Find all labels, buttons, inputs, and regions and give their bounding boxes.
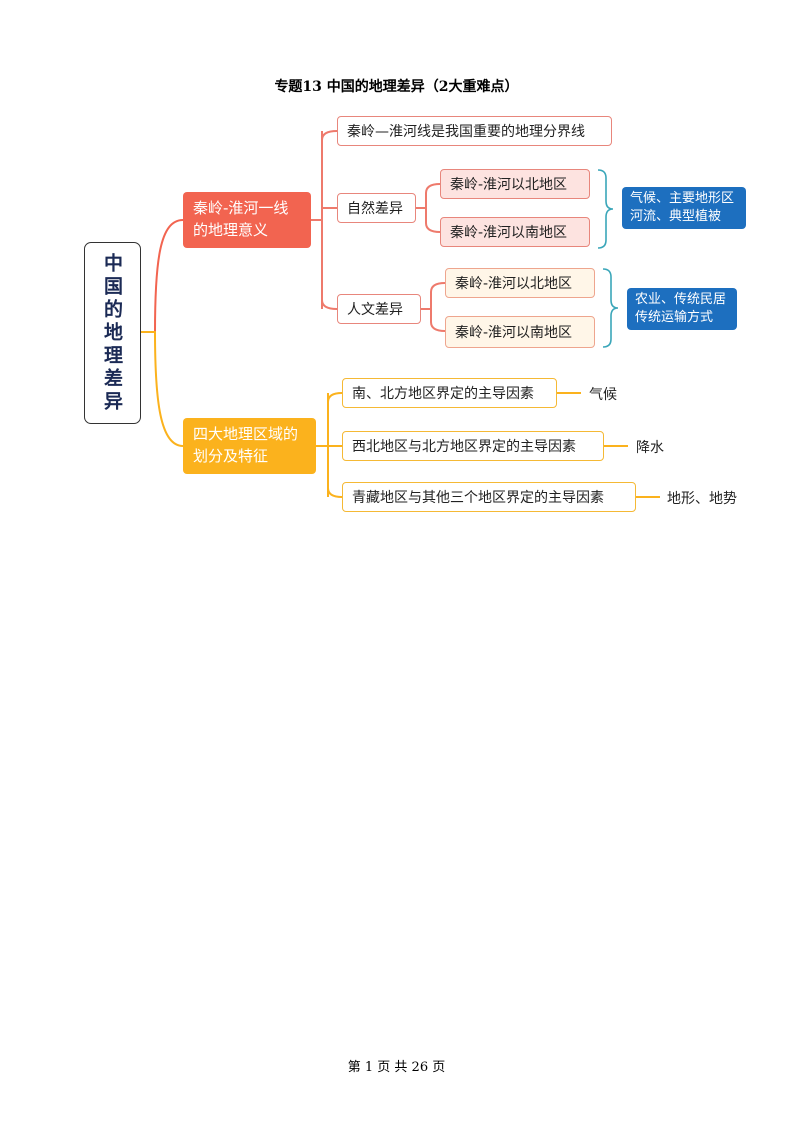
node-natural-south: 秦岭-淮河以南地区 xyxy=(440,217,590,247)
root-label: 中国的地理差异 xyxy=(101,252,123,414)
connector-branch2 xyxy=(316,392,343,498)
node-dividing-line: 秦岭—淮河线是我国重要的地理分界线 xyxy=(337,116,612,146)
brace-natural-icon xyxy=(597,169,614,249)
root-node: 中国的地理差异 xyxy=(84,242,141,424)
factor-label-3: 地形、地势 xyxy=(667,491,737,507)
page-footer: 第 1 页 共 26 页 xyxy=(347,1060,446,1075)
node-region-factor-3: 青藏地区与其他三个地区界定的主导因素 xyxy=(342,482,636,512)
summary-natural: 气候、主要地形区河流、典型植被 xyxy=(622,187,746,229)
node-human-north: 秦岭-淮河以北地区 xyxy=(445,268,595,298)
brace-human-icon xyxy=(602,268,619,348)
branch-node-four-regions: 四大地理区域的划分及特征 xyxy=(183,418,316,474)
node-region-factor-1: 南、北方地区界定的主导因素 xyxy=(342,378,557,408)
node-region-factor-2: 西北地区与北方地区界定的主导因素 xyxy=(342,431,604,461)
connector-root-branch2 xyxy=(141,331,184,447)
page-title: 专题13 中国的地理差异（2大重难点） xyxy=(274,79,519,95)
summary-human: 农业、传统民居传统运输方式 xyxy=(627,288,737,330)
branch-node-qinling-huaihe: 秦岭-淮河一线的地理意义 xyxy=(183,192,311,248)
connector-natural xyxy=(416,183,441,233)
connector-branch1 xyxy=(311,130,338,310)
node-natural-north: 秦岭-淮河以北地区 xyxy=(440,169,590,199)
node-human-difference: 人文差异 xyxy=(337,294,421,324)
factor-label-2: 降水 xyxy=(636,440,664,456)
connector-human xyxy=(421,282,446,332)
node-human-south: 秦岭-淮河以南地区 xyxy=(445,316,595,348)
connector-root-branch1 xyxy=(141,219,184,333)
node-natural-difference: 自然差异 xyxy=(337,193,416,223)
factor-label-1: 气候 xyxy=(589,387,617,403)
connector-factors xyxy=(557,392,660,498)
